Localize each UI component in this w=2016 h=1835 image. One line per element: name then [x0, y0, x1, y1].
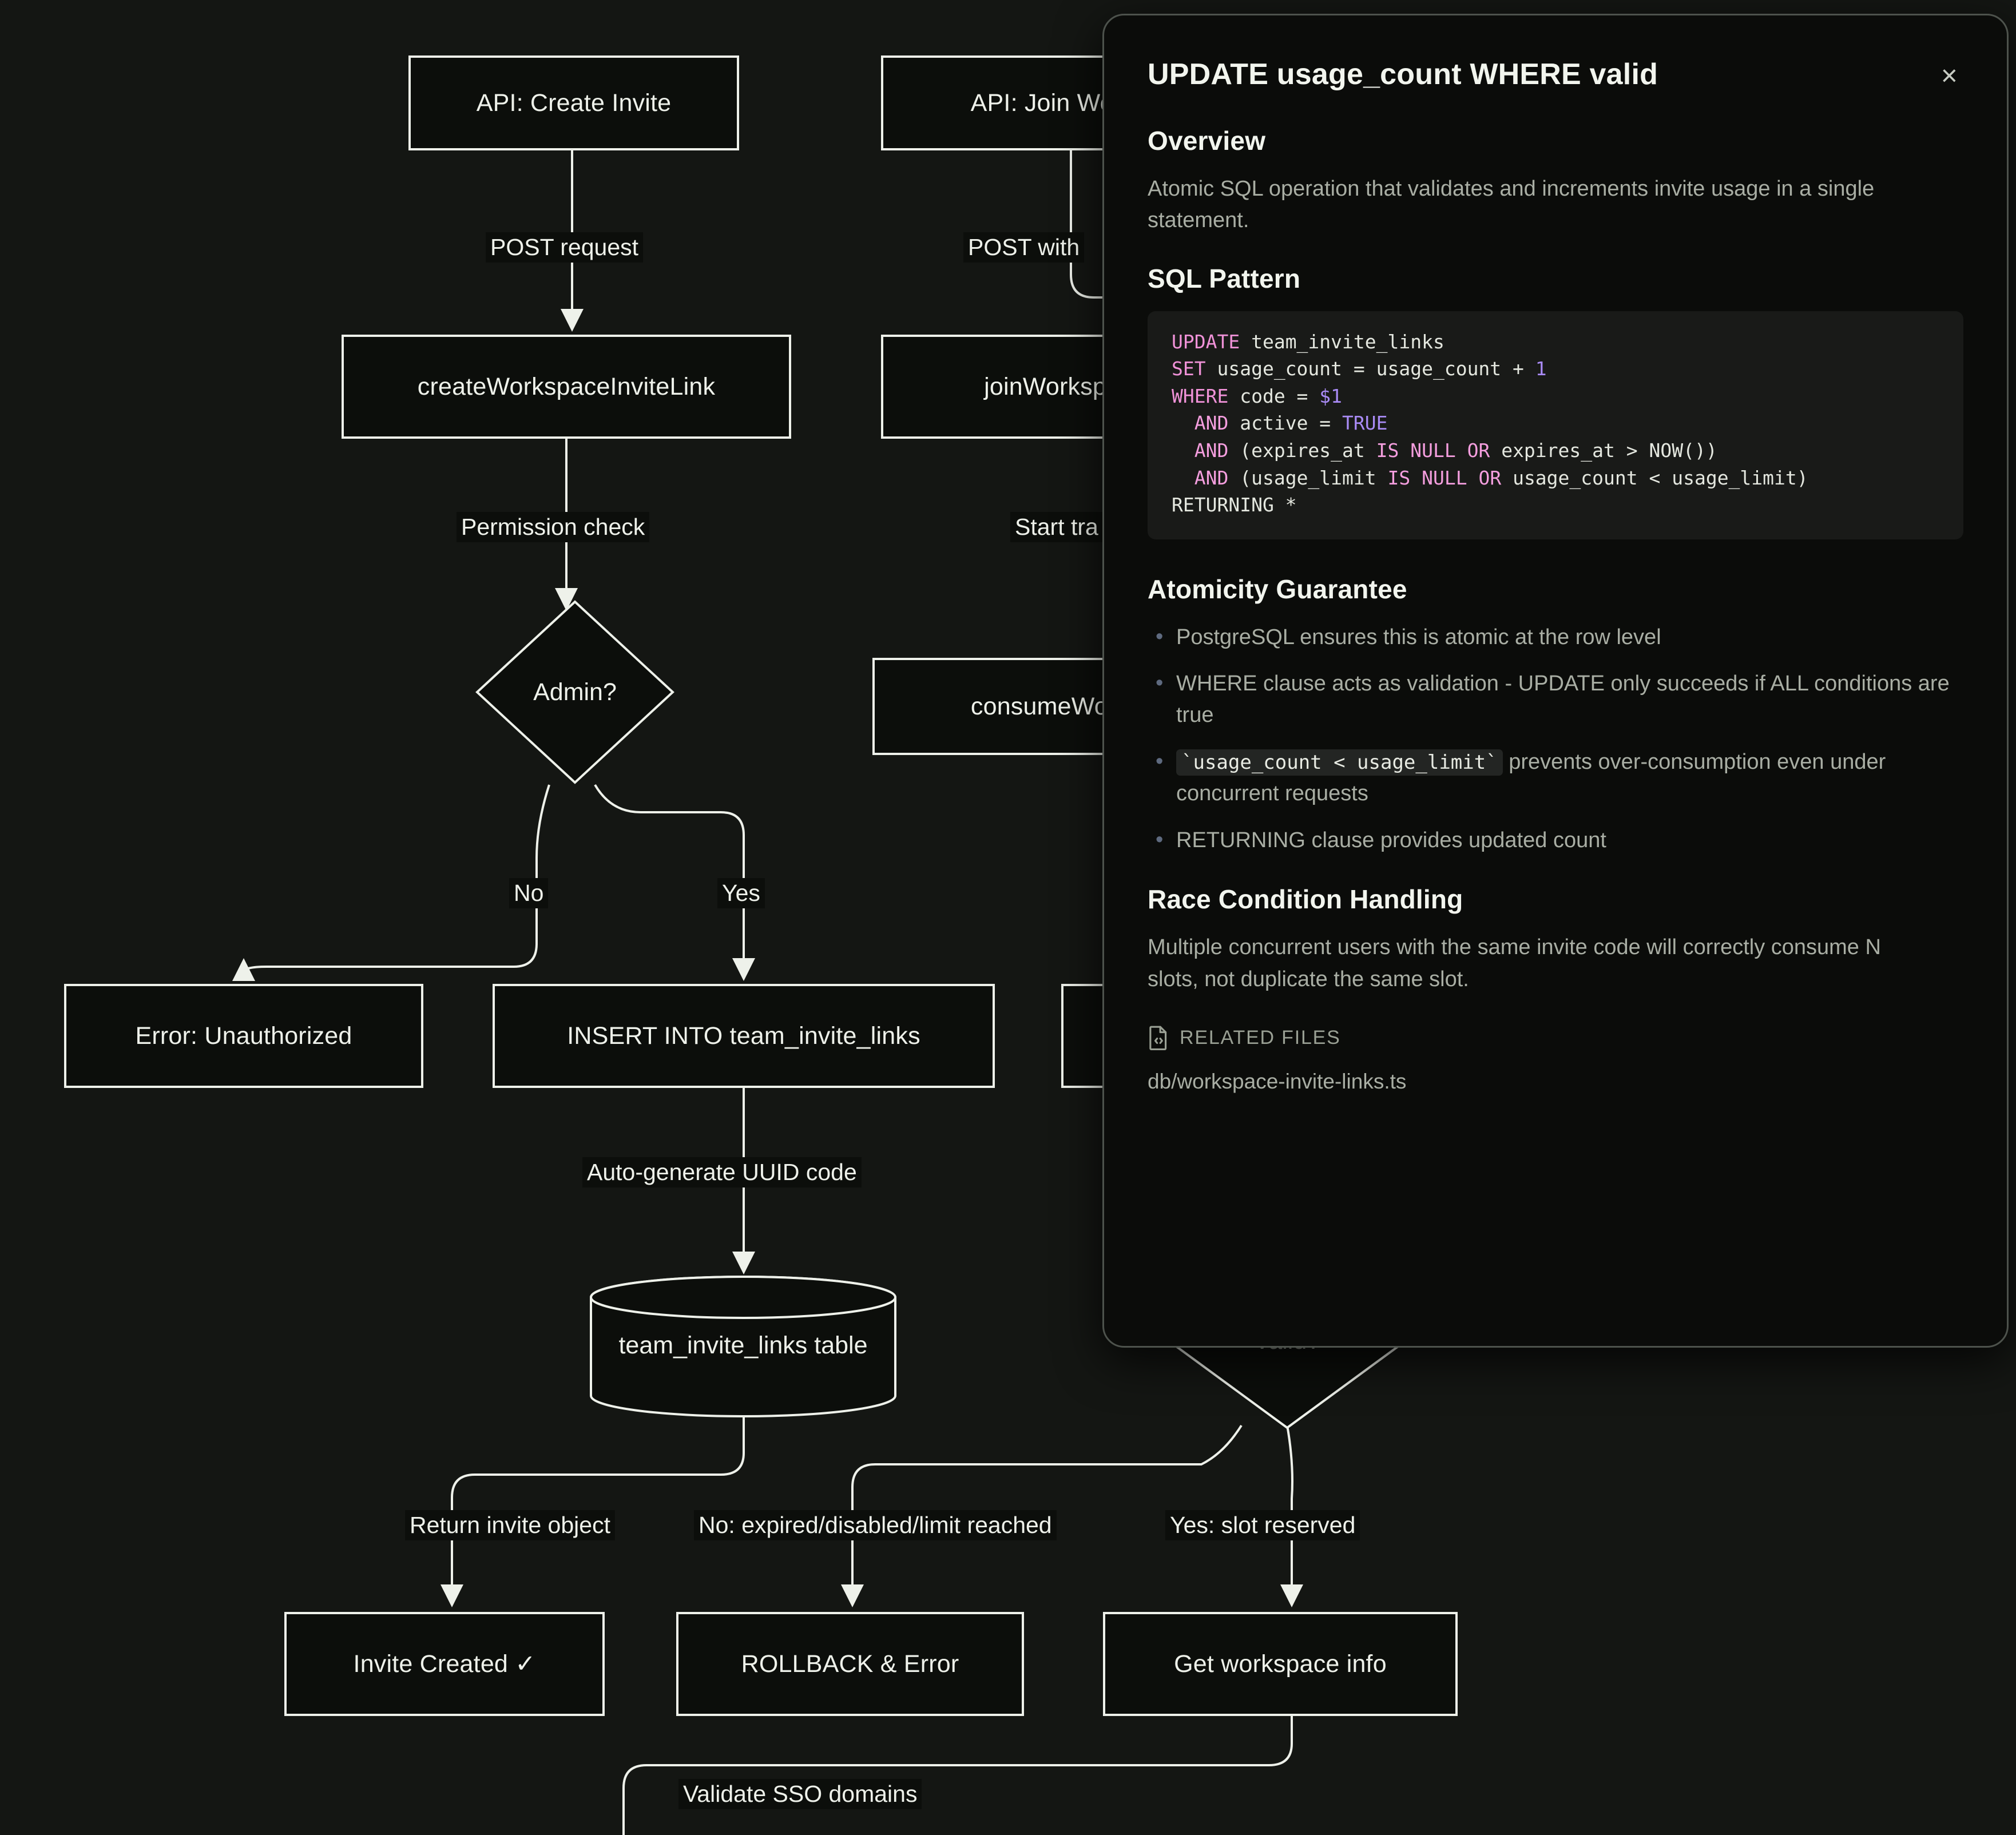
edge-label-permission-check: Permission check	[457, 512, 650, 543]
node-label: Invite Created ✓	[353, 1650, 536, 1678]
node-create-workspace-invite-link[interactable]: createWorkspaceInviteLink	[342, 335, 791, 439]
bullet-text: WHERE clause acts as validation - UPDATE…	[1176, 672, 1950, 728]
node-label: ROLLBACK & Error	[741, 1650, 959, 1678]
panel-header: UPDATE usage_count WHERE valid ×	[1148, 58, 1963, 92]
related-file-item[interactable]: db/workspace-invite-links.ts	[1148, 1070, 1407, 1094]
edge-label-auto-generate-uuid: Auto-generate UUID code	[582, 1157, 862, 1188]
race-condition-text: Multiple concurrent users with the same …	[1148, 935, 1881, 991]
edge-label-yes-slot-reserved: Yes: slot reserved	[1165, 1510, 1360, 1541]
node-label: API: Join Wor	[970, 89, 1122, 117]
node-label: Admin?	[533, 678, 617, 706]
node-label: Get workspace info	[1174, 1650, 1387, 1678]
node-label: INSERT INTO team_invite_links	[567, 1022, 920, 1050]
cylinder-shape	[590, 1276, 896, 1417]
list-item: WHERE clause acts as validation - UPDATE…	[1148, 668, 1963, 732]
bullet-text: RETURNING clause provides updated count	[1176, 828, 1606, 852]
sql-pattern-heading: SQL Pattern	[1148, 263, 1301, 293]
inline-code: `usage_count < usage_limit`	[1176, 749, 1503, 776]
edge-label-post-with: POST with	[963, 232, 1085, 263]
related-files-label: RELATED FILES	[1180, 1026, 1341, 1048]
panel-title: UPDATE usage_count WHERE valid	[1148, 58, 1658, 91]
node-rollback-error[interactable]: ROLLBACK & Error	[676, 1612, 1024, 1716]
list-item: `usage_count < usage_limit` prevents ove…	[1148, 746, 1963, 810]
edge-label-no-expired: No: expired/disabled/limit reached	[694, 1510, 1057, 1541]
detail-panel: UPDATE usage_count WHERE valid × Overvie…	[1102, 14, 2009, 1348]
edge-label-validate-sso-domains: Validate SSO domains	[678, 1779, 922, 1810]
edge-label-no: No	[509, 878, 549, 909]
bullet-text: PostgreSQL ensures this is atomic at the…	[1176, 625, 1661, 649]
sql-code-block: UPDATE team_invite_links SET usage_count…	[1148, 311, 1963, 539]
node-label: consumeWork	[970, 692, 1129, 720]
overview-text: Atomic SQL operation that validates and …	[1148, 177, 1875, 233]
bullet-text: prevents over-consumption even under con…	[1176, 749, 1886, 806]
atomicity-bullet-list: PostgreSQL ensures this is atomic at the…	[1148, 621, 1963, 857]
node-label: createWorkspaceInviteLink	[417, 372, 716, 400]
related-files-header: RELATED FILES	[1148, 1025, 1963, 1051]
node-team-invite-links-table[interactable]: team_invite_links table	[589, 1274, 898, 1417]
diamond-shape	[475, 600, 674, 784]
edge-label-post-request: POST request	[486, 232, 644, 263]
race-condition-heading: Race Condition Handling	[1148, 884, 1463, 915]
node-label: API: Create Invite	[476, 89, 672, 117]
atomicity-heading: Atomicity Guarantee	[1148, 574, 1407, 604]
node-error-unauthorized[interactable]: Error: Unauthorized	[64, 984, 423, 1088]
edge-label-return-invite-object: Return invite object	[405, 1510, 615, 1541]
close-icon[interactable]: ×	[1935, 59, 1963, 92]
node-api-create-invite[interactable]: API: Create Invite	[408, 55, 739, 150]
overview-heading: Overview	[1148, 126, 1266, 156]
file-code-icon	[1148, 1025, 1169, 1051]
node-label: Error: Unauthorized	[135, 1022, 352, 1050]
node-invite-created[interactable]: Invite Created ✓	[284, 1612, 605, 1716]
edge-label-yes: Yes	[717, 878, 765, 909]
node-insert-into-team-invite-links[interactable]: INSERT INTO team_invite_links	[493, 984, 995, 1088]
node-get-workspace-info[interactable]: Get workspace info	[1103, 1612, 1458, 1716]
list-item: PostgreSQL ensures this is atomic at the…	[1148, 621, 1963, 653]
node-admin-decision[interactable]: Admin?	[475, 599, 675, 785]
list-item: RETURNING clause provides updated count	[1148, 824, 1963, 856]
node-label: team_invite_links table	[618, 1332, 868, 1359]
edge-label-start-transaction: Start tra	[1010, 512, 1103, 543]
